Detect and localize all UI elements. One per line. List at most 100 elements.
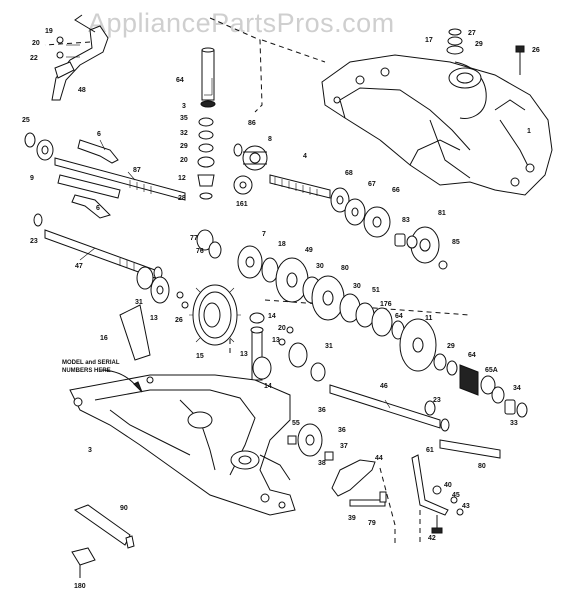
brake-plate xyxy=(287,423,334,461)
part-label: 61 xyxy=(426,447,434,454)
lower-shaft-46 xyxy=(249,312,450,432)
part-label: 90 xyxy=(120,505,128,512)
part-label: 1 xyxy=(527,128,531,135)
part-label: 30 xyxy=(353,283,361,290)
brake-lever xyxy=(331,459,387,507)
part-label: 14 xyxy=(264,383,272,390)
bracket-assembly xyxy=(411,439,501,534)
part-label: 64 xyxy=(176,77,184,84)
part-label: 8 xyxy=(268,136,272,143)
part-label: 31 xyxy=(135,299,143,306)
part-label: 83 xyxy=(402,217,410,224)
part-label: 80 xyxy=(341,265,349,272)
lower-housing xyxy=(69,374,296,516)
watermark: AppliancePartsPros.com xyxy=(88,8,395,38)
part-label: 25 xyxy=(22,117,30,124)
upper-housing xyxy=(321,54,553,196)
annotation-line1: MODEL and SERIAL xyxy=(62,360,120,366)
part-label: 38 xyxy=(318,460,326,467)
label-leader-lines xyxy=(66,44,391,409)
part-label: 18 xyxy=(278,241,286,248)
part-label: 47 xyxy=(75,263,83,270)
part-label: 14 xyxy=(268,313,276,320)
part-label: 161 xyxy=(236,201,248,208)
part-label: 19 xyxy=(45,28,53,35)
part-label: 180 xyxy=(74,583,86,590)
part-label: 77 xyxy=(190,235,198,242)
sealant-tube-90 xyxy=(73,504,135,549)
part-label: 28 xyxy=(178,195,186,202)
part-label: 64 xyxy=(395,313,403,320)
part-label: 76 xyxy=(196,248,204,255)
part-label: 33 xyxy=(510,420,518,427)
right-end-parts xyxy=(433,353,528,418)
part-label: 32 xyxy=(180,130,188,137)
part-label: 26 xyxy=(532,47,540,54)
main-shaft-4 xyxy=(269,174,331,199)
part-label: 67 xyxy=(368,181,376,188)
part-label: 23 xyxy=(30,238,38,245)
part-label: 81 xyxy=(438,210,446,217)
part-label: 87 xyxy=(133,167,141,174)
part-label: 20 xyxy=(32,40,40,47)
part-label: 80 xyxy=(478,463,486,470)
tube-180 xyxy=(71,547,96,578)
part-label: 176 xyxy=(380,301,392,308)
axle-47 xyxy=(33,213,163,280)
part-label: 23 xyxy=(433,397,441,404)
model-serial-annotation: MODEL and SERIAL NUMBERS HERE xyxy=(62,360,120,374)
shift-lever-assembly xyxy=(51,14,109,101)
part-label: 29 xyxy=(180,143,188,150)
part-label: 20 xyxy=(180,157,188,164)
gear-set-upper xyxy=(330,187,448,270)
part-label: 13 xyxy=(240,351,248,358)
part-label: 22 xyxy=(30,55,38,62)
bevel-gears xyxy=(233,143,268,195)
part-label: 36 xyxy=(318,407,326,414)
part-label: 48 xyxy=(78,87,86,94)
part-label: 42 xyxy=(428,535,436,542)
part-label: 65A xyxy=(485,367,498,374)
part-label: 37 xyxy=(340,443,348,450)
part-label: 3 xyxy=(182,103,186,110)
brake-band-16 xyxy=(119,304,151,361)
part-label: 85 xyxy=(452,239,460,246)
axle-gears xyxy=(136,266,189,309)
part-label: 12 xyxy=(178,175,186,182)
part-label: 6 xyxy=(97,131,101,138)
gear-11 xyxy=(399,318,437,372)
part-label: 46 xyxy=(380,383,388,390)
middle-gear-train xyxy=(196,229,405,340)
part-label: 4 xyxy=(303,153,307,160)
part-label: 27 xyxy=(468,30,476,37)
part-label: 39 xyxy=(348,515,356,522)
part-label: 86 xyxy=(248,120,256,127)
part-label: 15 xyxy=(196,353,204,360)
part-label: 45 xyxy=(452,492,460,499)
part-label: 6 xyxy=(96,205,100,212)
part-label: 29 xyxy=(447,343,455,350)
part-label: 30 xyxy=(316,263,324,270)
part-label: 36 xyxy=(338,427,346,434)
bearing-9 xyxy=(24,132,54,161)
part-label: 64 xyxy=(468,352,476,359)
part-label: 7 xyxy=(262,231,266,238)
seal-stack-27-29 xyxy=(446,28,464,55)
annotation-arrow xyxy=(99,369,143,393)
part-label: 51 xyxy=(372,287,380,294)
annotation-line2: NUMBERS HERE xyxy=(62,368,111,374)
part-label: 9 xyxy=(30,175,34,182)
part-number-labels: 20 22 19 64 3 35 32 29 20 12 28 86 8 161… xyxy=(22,28,540,590)
bolt-26 xyxy=(515,45,525,75)
part-label: 66 xyxy=(392,187,400,194)
part-label: 26 xyxy=(175,317,183,324)
part-label: 31 xyxy=(325,343,333,350)
shift-shaft-87 xyxy=(54,139,186,219)
part-label: 11 xyxy=(425,315,433,322)
part-label: 35 xyxy=(180,115,188,122)
ring-gear-15 xyxy=(189,284,241,346)
part-label: 68 xyxy=(345,170,353,177)
part-label: 20 xyxy=(278,325,286,332)
part-label: 79 xyxy=(368,520,376,527)
